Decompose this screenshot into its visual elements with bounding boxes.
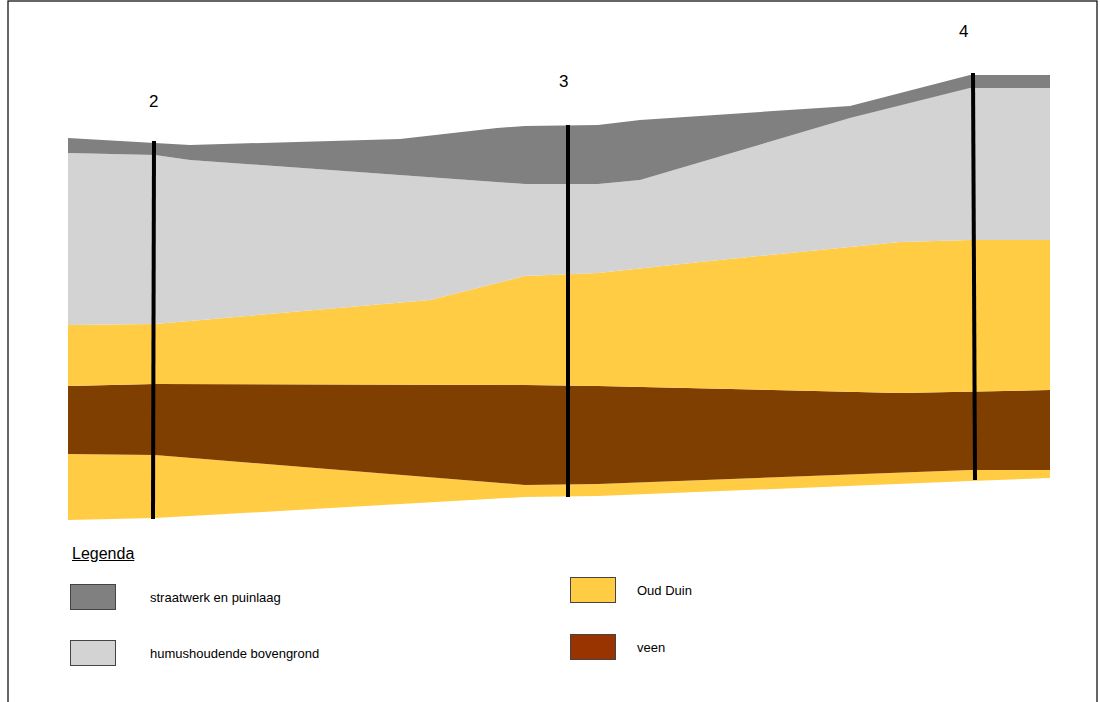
legend-text: veen — [637, 641, 665, 656]
legend-text: Oud Duin — [637, 584, 692, 599]
borehole-number: 3 — [559, 72, 568, 92]
humus-layer — [68, 88, 1050, 325]
legend-title: Legenda — [72, 545, 134, 563]
legend-swatch — [70, 584, 116, 610]
straatwerk-layer — [68, 75, 1050, 184]
borehole — [153, 141, 154, 519]
borehole-number: 2 — [149, 92, 158, 112]
legend-swatch — [570, 577, 616, 603]
legend-swatch — [70, 640, 116, 666]
legend-text: straatwerk en puinlaag — [150, 591, 281, 606]
borehole — [566, 125, 570, 497]
legend-text: humushoudende bovengrond — [150, 647, 319, 662]
frame — [8, 1, 1097, 702]
veen-layer — [68, 384, 1050, 485]
borehole-number: 4 — [959, 22, 968, 42]
borehole — [973, 73, 975, 480]
legend-swatch — [570, 634, 616, 660]
